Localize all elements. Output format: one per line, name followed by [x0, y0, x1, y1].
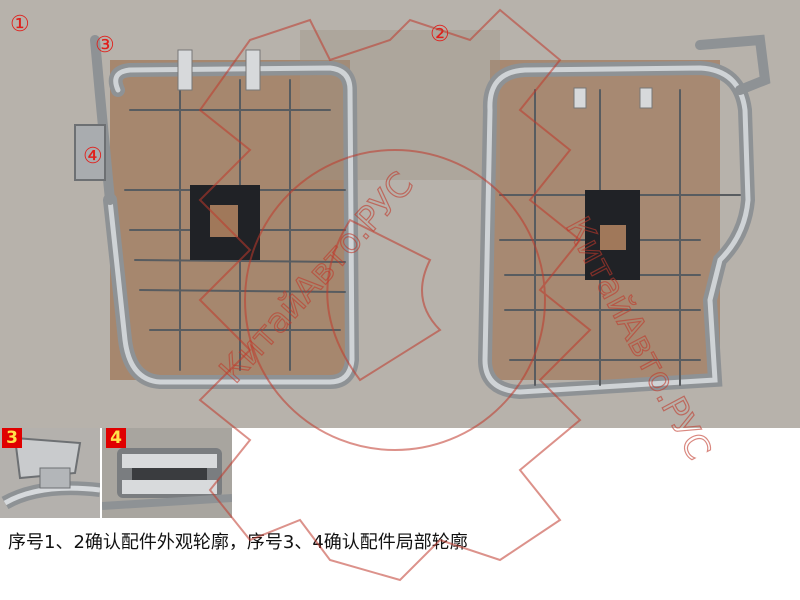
seat-frames-illustration	[74, 30, 771, 400]
label-circle-4: ④	[83, 144, 103, 169]
label-circle-2: ②	[430, 22, 450, 47]
badge-4: 4	[106, 428, 126, 448]
detail-photo-3	[0, 428, 100, 518]
badge-3: 3	[2, 428, 22, 448]
main-photo	[0, 0, 800, 428]
caption-text: 序号1、2确认配件外观轮廓，序号3、4确认配件局部轮廓	[8, 532, 468, 553]
shadow-region	[300, 30, 500, 180]
label-circle-3: ③	[95, 33, 115, 58]
label-circle-1: ①	[10, 12, 30, 37]
